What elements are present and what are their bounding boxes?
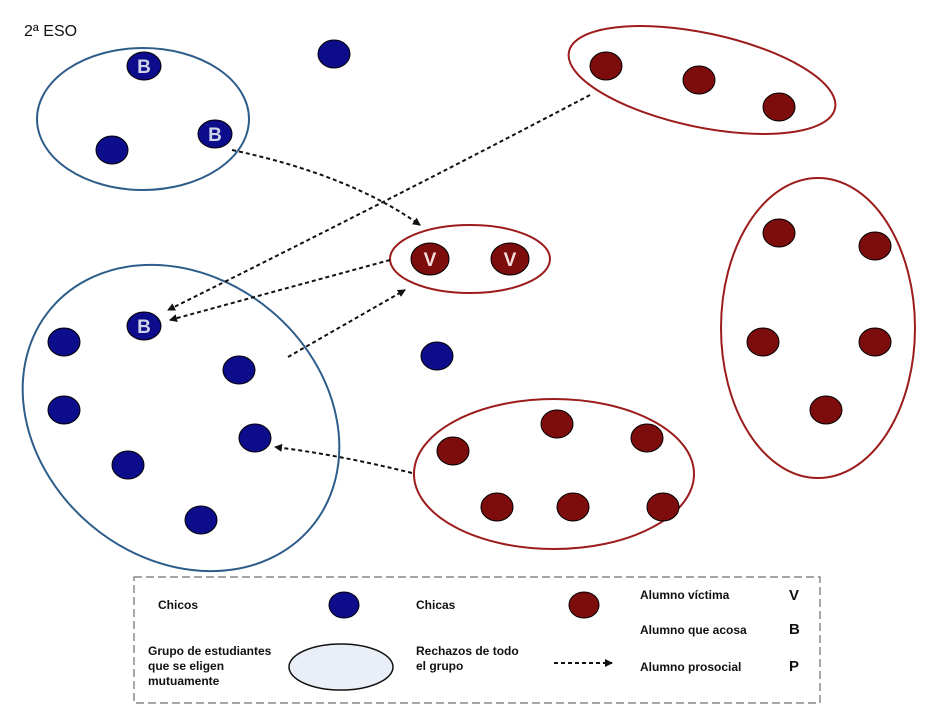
legend: Chicos Chicas Alumno víctima V Alumno qu… [133, 576, 821, 704]
legend-box [133, 576, 821, 704]
group-girls-right [720, 177, 916, 479]
girl-node [762, 218, 796, 248]
victim-label: V [504, 250, 517, 271]
bully-label: B [208, 125, 222, 146]
boy-node [420, 341, 454, 371]
legend-group-label-line2: que se eligen [148, 659, 224, 673]
rejection-arrow-boys-to-victim [287, 289, 406, 358]
girl-node [540, 409, 574, 439]
boy-node [47, 395, 81, 425]
girl-node [682, 65, 716, 95]
legend-victim-symbol: V [789, 587, 799, 604]
legend-rejections-label-line2: el grupo [416, 659, 463, 673]
boy-node [111, 450, 145, 480]
bully-node: B [197, 119, 233, 149]
boy-node [317, 39, 351, 69]
legend-bully-symbol: B [789, 621, 800, 638]
boy-node [222, 355, 256, 385]
legend-girls-label: Chicas [416, 598, 456, 612]
legend-victim-label: Alumno víctima [640, 588, 730, 602]
victim-label: V [424, 250, 437, 271]
group-girls-bottom [413, 398, 695, 550]
victim-node: V [410, 242, 450, 276]
girl-node [762, 92, 796, 122]
legend-rejections-label-line1: Rechazos de todo [416, 644, 519, 658]
girl-node [630, 423, 664, 453]
girl-node [480, 492, 514, 522]
legend-prosocial-symbol: P [789, 658, 799, 675]
girl-node [858, 231, 892, 261]
legend-bully-label: Alumno que acosa [640, 623, 747, 637]
legend-girl-swatch [568, 591, 600, 619]
group-victims [389, 224, 551, 294]
group-boys-top-left [36, 47, 250, 191]
legend-group-label-line3: mutuamente [148, 674, 220, 688]
legend-group-label-line1: Grupo de estudiantes [148, 644, 272, 658]
rejection-arrow-girls-to-bully [167, 94, 591, 311]
bully-node: B [126, 311, 162, 341]
bully-label: B [137, 317, 151, 338]
legend-boy-swatch [328, 591, 360, 619]
boy-node [95, 135, 129, 165]
girl-node [746, 327, 780, 357]
group-girls-top-right [567, 25, 837, 135]
victim-node: V [490, 242, 530, 276]
diagram-title: 2ª ESO [24, 23, 77, 40]
bully-node: B [126, 51, 162, 81]
legend-prosocial-label: Alumno prosocial [640, 660, 741, 674]
rejection-arrow-girls-to-boy [274, 443, 413, 474]
boy-node [184, 505, 218, 535]
legend-group-swatch [288, 643, 394, 691]
girl-node [556, 492, 590, 522]
bully-label: B [137, 57, 151, 78]
girl-node [589, 51, 623, 81]
girl-node [858, 327, 892, 357]
legend-boys-label: Chicos [158, 598, 198, 612]
boy-node [238, 423, 272, 453]
girl-node [646, 492, 680, 522]
rejection-arrow-bully-to-victim [231, 149, 421, 226]
girl-node [436, 436, 470, 466]
rejection-arrow-victim-to-bully [169, 259, 391, 323]
girl-node [809, 395, 843, 425]
group-boys-large [21, 263, 341, 573]
boy-node [47, 327, 81, 357]
